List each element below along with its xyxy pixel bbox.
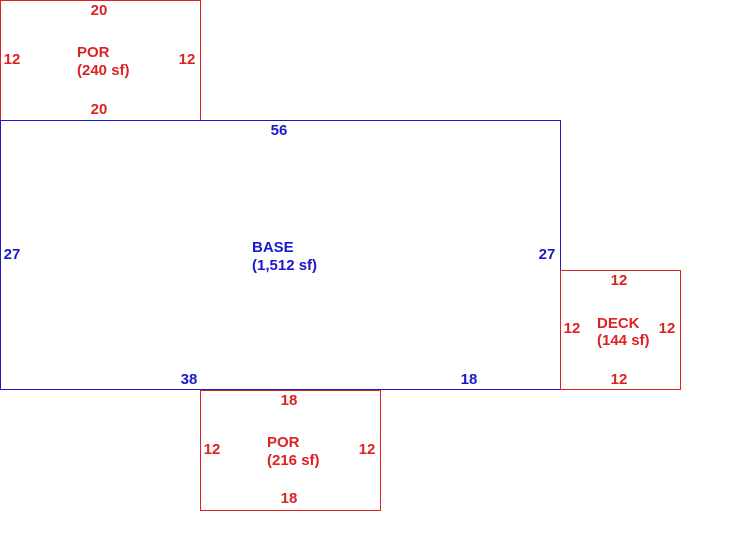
por-top-name: POR [77,44,110,61]
por-bottom-name: POR [267,434,300,451]
deck-dim-right: 12 [659,320,676,337]
por-top-dim-right: 12 [179,51,196,68]
deck-outline [560,270,681,390]
base-dim-right: 27 [539,246,556,263]
base-dim-bottom-left: 38 [181,371,198,388]
por-bottom-area-value: (216 sf) [267,452,320,469]
base-area-value: (1,512 sf) [252,257,317,274]
base-area: 56 27 27 38 18 BASE (1,512 sf) [0,120,561,390]
base-dim-left: 27 [4,246,21,263]
deck-area-value: (144 sf) [597,332,650,349]
por-top-dim-left: 12 [4,51,21,68]
base-dim-bottom-right: 18 [461,371,478,388]
por-bottom-area: 18 18 12 12 POR (216 sf) [200,390,381,511]
por-bottom-dim-right: 12 [359,441,376,458]
por-bottom-dim-top: 18 [281,392,298,409]
por-bottom-dim-bottom: 18 [281,490,298,507]
base-name: BASE [252,239,294,256]
base-outline [0,120,561,390]
deck-area: 12 12 12 12 DECK (144 sf) [560,270,681,390]
por-top-dim-top: 20 [91,2,108,19]
deck-dim-bottom: 12 [611,371,628,388]
por-top-area-value: (240 sf) [77,62,130,79]
deck-name: DECK [597,315,640,332]
por-bottom-dim-left: 12 [204,441,221,458]
base-dim-top: 56 [271,122,288,139]
deck-dim-top: 12 [611,272,628,289]
por-bottom-outline [200,390,381,511]
por-top-dim-bottom: 20 [91,101,108,118]
por-top-area: 20 20 12 12 POR (240 sf) [0,0,201,121]
deck-dim-left: 12 [564,320,581,337]
